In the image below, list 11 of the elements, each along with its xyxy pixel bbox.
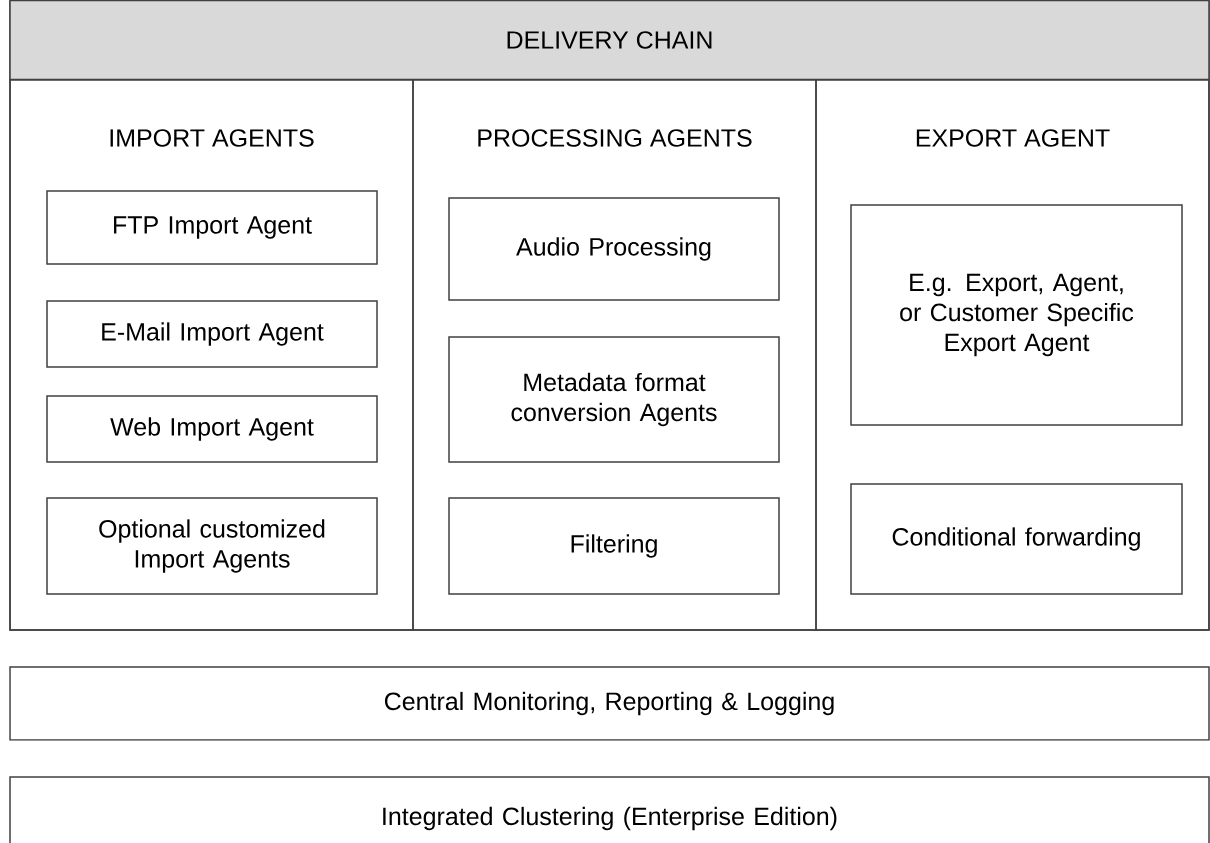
agent-box: FTP Import Agent — [46, 190, 378, 265]
agent-box: Web Import Agent — [46, 395, 378, 463]
layer-bar: Integrated Clustering (Enterprise Edition) — [9, 776, 1210, 843]
agent-box: Audio Processing — [448, 197, 780, 301]
agent-box: E-Mail Import Agent — [46, 300, 378, 368]
agent-box: Filtering — [448, 497, 780, 595]
agent-box: Metadata format conversion Agents — [448, 336, 780, 463]
agent-box: Optional customized Import Agents — [46, 497, 378, 595]
layer-bar: Central Monitoring, Reporting & Logging — [9, 666, 1210, 741]
agent-box: E.g. Export, Agent, or Customer Specific Export Agent — [850, 204, 1183, 426]
agent-box: Conditional forwarding — [850, 483, 1183, 595]
